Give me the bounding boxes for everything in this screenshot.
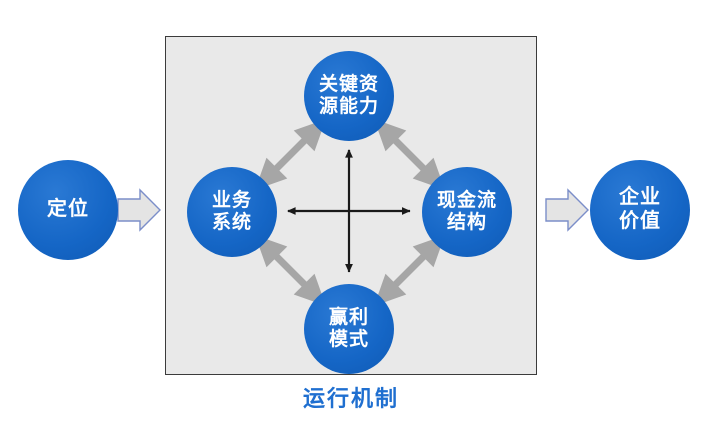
node-business-system-line-2: 系统 bbox=[211, 212, 252, 233]
node-enterprise-value-line-1: 企业 bbox=[619, 186, 661, 209]
node-key-resource-capability[interactable]: 关键资 源能力 bbox=[304, 51, 394, 141]
node-enterprise-value[interactable]: 企业 价值 bbox=[590, 160, 690, 260]
node-cash-flow-structure[interactable]: 现金流 结构 bbox=[422, 167, 512, 257]
block-arrow-right bbox=[545, 188, 589, 232]
node-enterprise-value-line-2: 价值 bbox=[619, 210, 661, 232]
node-positioning[interactable]: 定位 bbox=[18, 160, 118, 260]
node-business-system[interactable]: 业务 系统 bbox=[187, 167, 277, 257]
node-key-resource-capability-line-1: 关键资 bbox=[318, 73, 379, 95]
node-cash-flow-structure-line-1: 现金流 bbox=[436, 189, 497, 211]
node-profit-model-line-2: 模式 bbox=[328, 329, 369, 350]
node-business-system-line-1: 业务 bbox=[211, 189, 252, 211]
node-profit-model-line-1: 赢利 bbox=[328, 306, 369, 328]
panel-caption: 运行机制 bbox=[302, 386, 399, 411]
node-profit-model[interactable]: 赢利 模式 bbox=[304, 284, 394, 374]
node-key-resource-capability-line-2: 源能力 bbox=[318, 96, 379, 117]
block-arrow-left bbox=[117, 188, 161, 232]
node-positioning-line-1: 定位 bbox=[47, 198, 89, 221]
node-cash-flow-structure-line-2: 结构 bbox=[446, 212, 487, 233]
